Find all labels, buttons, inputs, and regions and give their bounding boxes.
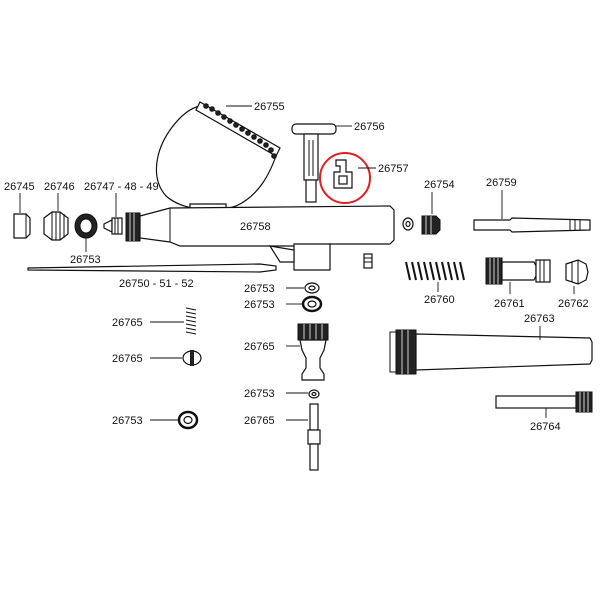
air-valve	[297, 323, 329, 381]
highlight-circle	[319, 152, 371, 204]
label-trigger-lever: 26757	[378, 163, 409, 175]
label-valve-oring-3: 26753	[244, 388, 275, 400]
nozzle-oring	[74, 213, 98, 239]
valve-spring	[185, 307, 197, 335]
label-valve-oring-1: 26753	[244, 283, 275, 295]
valve-oring-2	[301, 295, 323, 313]
airbrush-body	[125, 205, 395, 271]
label-valve-stem: 26765	[244, 415, 275, 427]
valve-stem	[307, 403, 321, 471]
paint-cup	[155, 101, 281, 215]
air-fitting	[363, 253, 373, 269]
label-oring-single: 26753	[112, 415, 143, 427]
label-needle-adjuster: 26764	[530, 421, 561, 433]
needle	[27, 263, 277, 273]
label-nozzle-oring: 26753	[70, 254, 101, 266]
label-needle-guide: 26761	[494, 298, 525, 310]
label-needle: 26750 - 51 - 52	[119, 278, 194, 290]
needle-guide	[485, 257, 551, 285]
label-air-valve: 26765	[244, 341, 275, 353]
nozzle	[103, 217, 123, 235]
trigger-button	[291, 123, 337, 203]
trigger-lever	[333, 159, 353, 189]
label-trigger: 26756	[354, 121, 385, 133]
needle-tube	[473, 217, 591, 233]
valve-oring-1	[304, 282, 320, 294]
valve-oring-3	[308, 389, 320, 399]
handle	[389, 329, 593, 375]
label-handle-rear: 26759	[486, 177, 517, 189]
oring-single	[177, 410, 199, 430]
label-valve-clip: 26765	[112, 353, 143, 365]
label-nut: 26754	[424, 179, 455, 191]
cup-rim-beads	[203, 103, 277, 159]
label-nozzle-cap: 26745	[4, 181, 35, 193]
label-handle: 26763	[524, 313, 555, 325]
needle-spring	[404, 261, 468, 281]
nozzle-cap	[13, 213, 31, 239]
label-spring: 26760	[424, 294, 455, 306]
label-nozzle-head: 26746	[44, 181, 75, 193]
label-valve-oring-2: 26753	[244, 299, 275, 311]
nozzle-head	[43, 211, 69, 241]
label-cup: 26755	[254, 101, 285, 113]
nut	[402, 215, 441, 235]
needle-chuck	[565, 259, 589, 285]
label-chuck: 26762	[558, 298, 589, 310]
needle-adjuster	[495, 391, 593, 413]
label-nozzle: 26747 - 48 - 49	[84, 181, 159, 193]
label-body: 26758	[240, 221, 271, 233]
label-spring-small: 26765	[112, 317, 143, 329]
valve-clip	[182, 350, 202, 366]
